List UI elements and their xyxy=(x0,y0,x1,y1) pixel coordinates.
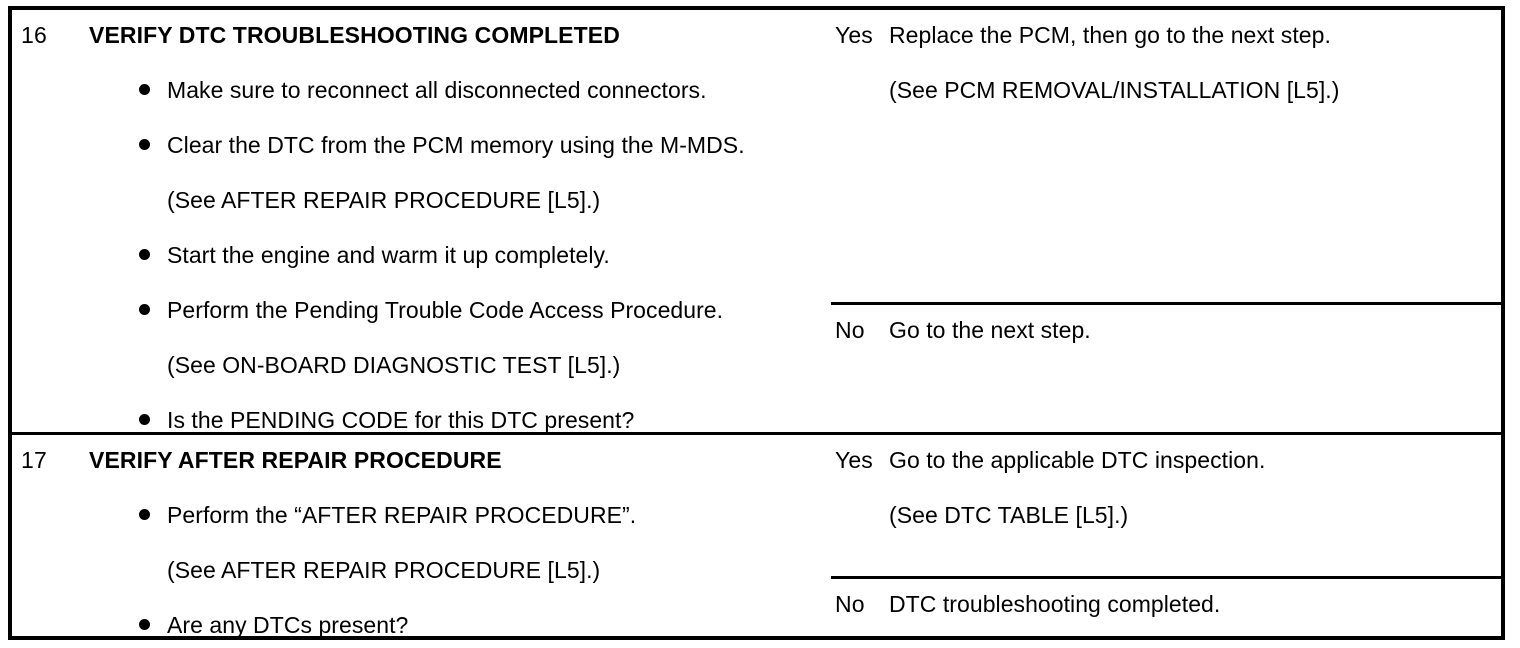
table-row: 16 VERIFY DTC TROUBLESHOOTING COMPLETED … xyxy=(12,10,1501,434)
list-item-label: Perform the Pending Trouble Code Access … xyxy=(167,297,724,323)
action-line: (See PCM REMOVAL/INSTALLATION [L5].) xyxy=(889,79,1493,134)
bullet-icon xyxy=(139,304,150,315)
action-line: DTC troubleshooting completed. xyxy=(889,593,1493,648)
action-body: Go to the next step. xyxy=(883,305,1501,374)
procedure-title: VERIFY AFTER REPAIR PROCEDURE xyxy=(89,447,502,473)
step-number: 16 xyxy=(21,22,47,48)
list-item: Start the engine and warm it up complete… xyxy=(89,212,821,267)
list-item: Is the PENDING CODE for this DTC present… xyxy=(89,377,821,432)
list-item-label: Is the PENDING CODE for this DTC present… xyxy=(167,407,635,433)
action-line: Go to the next step. xyxy=(889,319,1493,374)
reference-note: (See PCM REMOVAL/INSTALLATION [L5].) xyxy=(889,77,1340,103)
reference-note: (See AFTER REPAIR PROCEDURE [L5].) xyxy=(167,187,601,213)
reference-note: (See ON-BOARD DIAGNOSTIC TEST [L5].) xyxy=(167,352,621,378)
bullet-icon xyxy=(139,414,150,425)
procedure-cell: VERIFY DTC TROUBLESHOOTING COMPLETED Mak… xyxy=(83,10,831,434)
list-item-continuation: (See AFTER REPAIR PROCEDURE [L5].) xyxy=(89,157,821,212)
procedure-body: VERIFY AFTER REPAIR PROCEDURE Perform th… xyxy=(83,435,831,637)
answer-action-cell: Yes Replace the PCM, then go to the next… xyxy=(831,10,1501,434)
list-item-label: Perform the “AFTER REPAIR PROCEDURE”. xyxy=(167,502,637,528)
answer-row-no: No Go to the next step. xyxy=(831,302,1501,432)
answer-label-cell: No xyxy=(831,576,883,648)
answer-action-cell: Yes Go to the applicable DTC inspection. xyxy=(831,432,1501,648)
action-cell: Go to the next step. xyxy=(883,302,1501,432)
answer-action-table: Yes Replace the PCM, then go to the next… xyxy=(831,10,1501,432)
procedure-steps-list: Make sure to reconnect all disconnected … xyxy=(89,47,821,432)
action-body: Replace the PCM, then go to the next ste… xyxy=(883,10,1501,134)
step-number: 17 xyxy=(21,447,47,473)
step-number-cell: 17 xyxy=(12,432,83,648)
answer-label-cell: Yes xyxy=(831,10,883,304)
answer-row-no: No DTC troubleshooting completed. xyxy=(831,576,1501,648)
answer-label-cell: No xyxy=(831,302,883,432)
list-item-label: Are any DTCs present? xyxy=(167,612,409,638)
action-body: Go to the applicable DTC inspection. (Se… xyxy=(883,435,1501,559)
answer-row-yes: Yes Go to the applicable DTC inspection. xyxy=(831,435,1501,578)
bullet-icon xyxy=(139,249,150,260)
procedure-steps-list: Perform the “AFTER REPAIR PROCEDURE”. (S… xyxy=(89,472,821,637)
answer-label-no: No xyxy=(835,591,865,617)
answer-action-table: Yes Go to the applicable DTC inspection. xyxy=(831,435,1501,648)
reference-note: (See DTC TABLE [L5].) xyxy=(889,502,1129,528)
list-item-label: Clear the DTC from the PCM memory using … xyxy=(167,132,745,158)
action-text: Replace the PCM, then go to the next ste… xyxy=(889,22,1331,48)
bullet-icon xyxy=(139,84,150,95)
diagnostic-table: 16 VERIFY DTC TROUBLESHOOTING COMPLETED … xyxy=(12,10,1501,648)
list-item-label: Make sure to reconnect all disconnected … xyxy=(167,77,707,103)
answer-label-cell: Yes xyxy=(831,435,883,578)
action-line: Go to the applicable DTC inspection. xyxy=(889,449,1493,504)
list-item: Clear the DTC from the PCM memory using … xyxy=(89,102,821,157)
list-item-label: Start the engine and warm it up complete… xyxy=(167,242,610,268)
bullet-icon xyxy=(139,619,150,630)
list-item: Make sure to reconnect all disconnected … xyxy=(89,47,821,102)
answer-label-yes: Yes xyxy=(835,22,873,48)
answer-label-no: No xyxy=(835,317,865,343)
reference-note: (See AFTER REPAIR PROCEDURE [L5].) xyxy=(167,557,601,583)
list-item: Are any DTCs present? xyxy=(89,582,821,637)
list-item: Perform the Pending Trouble Code Access … xyxy=(89,267,821,322)
action-body: DTC troubleshooting completed. xyxy=(883,579,1501,648)
action-line: Replace the PCM, then go to the next ste… xyxy=(889,24,1493,79)
procedure-body: VERIFY DTC TROUBLESHOOTING COMPLETED Mak… xyxy=(83,10,831,432)
troubleshooting-table-sheet: 16 VERIFY DTC TROUBLESHOOTING COMPLETED … xyxy=(8,6,1505,648)
step-number-cell: 16 xyxy=(12,10,83,434)
action-cell: DTC troubleshooting completed. xyxy=(883,576,1501,648)
action-text: Go to the applicable DTC inspection. xyxy=(889,447,1266,473)
list-item-continuation: (See ON-BOARD DIAGNOSTIC TEST [L5].) xyxy=(89,322,821,377)
action-line: (See DTC TABLE [L5].) xyxy=(889,504,1493,559)
procedure-title: VERIFY DTC TROUBLESHOOTING COMPLETED xyxy=(89,22,620,48)
action-text: Go to the next step. xyxy=(889,317,1091,343)
table-row: 17 VERIFY AFTER REPAIR PROCEDURE Perform… xyxy=(12,432,1501,648)
action-text: DTC troubleshooting completed. xyxy=(889,591,1221,617)
procedure-cell: VERIFY AFTER REPAIR PROCEDURE Perform th… xyxy=(83,432,831,648)
bullet-icon xyxy=(139,139,150,150)
action-cell: Replace the PCM, then go to the next ste… xyxy=(883,10,1501,304)
action-cell: Go to the applicable DTC inspection. (Se… xyxy=(883,435,1501,578)
answer-label-yes: Yes xyxy=(835,447,873,473)
answer-row-yes: Yes Replace the PCM, then go to the next… xyxy=(831,10,1501,304)
list-item-continuation: (See AFTER REPAIR PROCEDURE [L5].) xyxy=(89,527,821,582)
bullet-icon xyxy=(139,509,150,520)
list-item: Perform the “AFTER REPAIR PROCEDURE”. xyxy=(89,472,821,527)
